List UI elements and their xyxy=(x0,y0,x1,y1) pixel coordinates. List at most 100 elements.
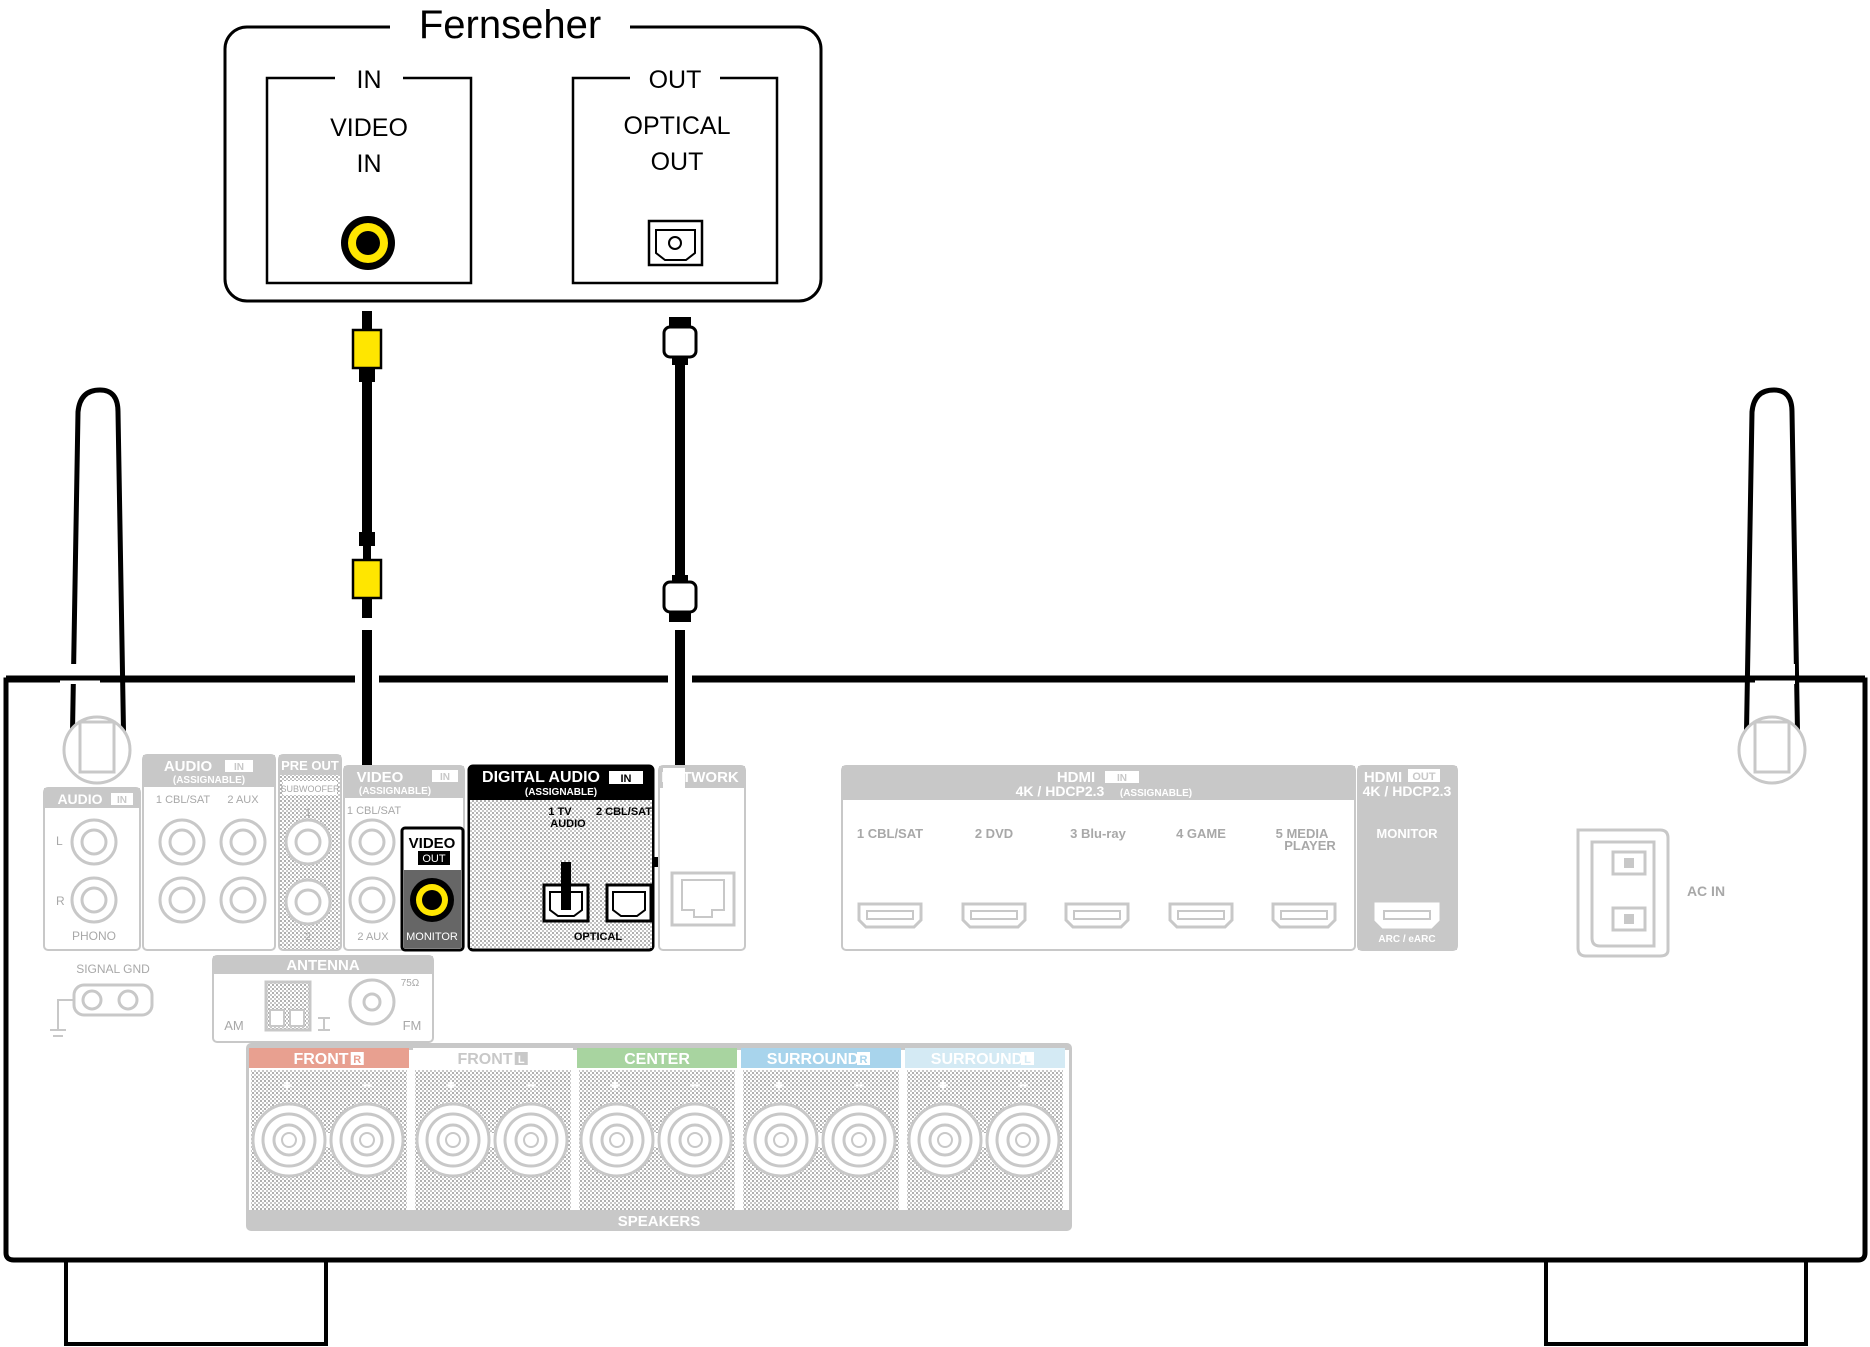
video-out-tag: OUT xyxy=(422,853,446,865)
hdmi-in-port-3-icon xyxy=(1064,902,1130,929)
antenna-header: ANTENNA xyxy=(286,957,359,974)
tv-panel: Fernseher IN VIDEO IN OUT OPTICAL OUT xyxy=(223,3,823,303)
antenna-left-icon xyxy=(62,387,132,785)
phono-header: AUDIO xyxy=(57,791,102,807)
speaker-group-tag: L xyxy=(518,1054,525,1066)
speaker-group-header xyxy=(249,1048,409,1068)
fm-label: FM xyxy=(403,1018,422,1033)
hdmi-out-port-icon xyxy=(1374,902,1440,929)
phono-label: PHONO xyxy=(72,929,116,943)
tv-video-label: VIDEO xyxy=(330,114,408,142)
speaker-group-3: CENTER+− xyxy=(577,1048,737,1210)
subwoofer-2-jack-icon xyxy=(284,878,332,926)
audio-in-cbl-sat: 1 CBL/SAT xyxy=(156,794,210,806)
optical-1b-label: AUDIO xyxy=(550,818,586,830)
hdmi-in-port-4-icon xyxy=(1168,902,1234,929)
hdmi-in-tag: IN xyxy=(1117,773,1127,784)
speaker-terminal-minus-icon xyxy=(985,1102,1061,1178)
hdmi-input-3-label: 3 Blu-ray xyxy=(1070,826,1126,841)
optical-in-2-jack-icon xyxy=(605,883,653,923)
optical-label: OPTICAL xyxy=(574,931,623,943)
digital-audio-assignable: (ASSIGNABLE) xyxy=(525,787,597,798)
signal-gnd-terminal-icon xyxy=(50,983,154,1037)
antenna-section: ANTENNA AM 75Ω FM xyxy=(212,955,434,1043)
speaker-terminal-plus-icon xyxy=(743,1102,819,1178)
audio-in-assignable: (ASSIGNABLE) xyxy=(173,775,245,786)
video-out-header: VIDEO xyxy=(409,835,456,852)
tv-optical-out-label: OUT xyxy=(651,148,704,176)
audio-in-phono-section: AUDIO IN L R PHONO SIGNAL GND xyxy=(43,787,154,1037)
speaker-group-tag-box xyxy=(1021,1052,1034,1065)
tv-in-group-label: IN xyxy=(357,66,382,94)
tv-out-group-label: OUT xyxy=(649,66,702,94)
hdmi-in-spec: 4K / HDCP2.3 xyxy=(1016,783,1105,799)
ac-in-label: AC IN xyxy=(1687,883,1725,899)
speaker-terminal-plus-icon xyxy=(907,1102,983,1178)
speaker-minus-label: − xyxy=(1017,1075,1029,1097)
hdmi-input-4-label: 4 GAME xyxy=(1176,826,1226,841)
tv-video-in-label: IN xyxy=(357,150,382,178)
speaker-group-label: CENTER xyxy=(624,1051,690,1068)
speaker-minus-label: − xyxy=(361,1075,373,1097)
sub-2-label: 2 xyxy=(305,931,311,943)
speaker-minus-label: − xyxy=(525,1075,537,1097)
network-section: NETWORK xyxy=(658,765,746,951)
speaker-group-label: FRONT xyxy=(457,1051,512,1068)
speaker-group-label: FRONT xyxy=(293,1051,348,1068)
speaker-group-header xyxy=(577,1048,737,1068)
phono-l-label: L xyxy=(56,834,63,848)
speaker-terminal-plus-icon xyxy=(579,1102,655,1178)
audio-in-aux: 2 AUX xyxy=(227,794,259,806)
video-out-section: VIDEO OUT MONITOR xyxy=(400,826,465,952)
network-header: NETWORK xyxy=(661,769,739,786)
speaker-terminal-minus-icon xyxy=(657,1102,733,1178)
speaker-terminal-plus-icon xyxy=(415,1102,491,1178)
hdmi-in-assignable: (ASSIGNABLE) xyxy=(1120,788,1192,799)
speakers-label: SPEAKERS xyxy=(618,1213,701,1230)
subwoofer-1-jack-icon xyxy=(284,818,332,866)
video-in-tag: IN xyxy=(440,772,450,783)
video-in-jack-1-icon xyxy=(348,818,396,866)
speaker-group-tag: R xyxy=(860,1054,868,1066)
audio-in-jack-1r-icon xyxy=(158,876,206,924)
signal-gnd-label: SIGNAL GND xyxy=(76,962,150,976)
hdmi-in-header: HDMI xyxy=(1057,769,1095,786)
speaker-plus-label: + xyxy=(281,1075,293,1097)
tv-optical-out-jack-icon xyxy=(647,219,704,267)
sub-1-label: 1 xyxy=(305,807,311,819)
tv-title: Fernseher xyxy=(419,3,601,47)
video-in-cbl-sat: 1 CBL/SAT xyxy=(347,805,401,817)
speaker-group-label: SURROUND xyxy=(931,1051,1023,1068)
ac-inlet-icon xyxy=(1576,828,1670,958)
am-label: AM xyxy=(224,1018,244,1033)
receiver-chassis xyxy=(3,387,1868,1346)
tv-video-in-jack-icon xyxy=(341,216,395,270)
video-in-jack-2-icon xyxy=(348,876,396,924)
audio-in-tag: IN xyxy=(234,762,244,773)
pre-out-section: PRE OUT SUBWOOFER 1 2 xyxy=(278,754,342,951)
ohm-label: 75Ω xyxy=(401,978,420,989)
speaker-terminal-minus-icon xyxy=(821,1102,897,1178)
video-out-monitor-jack-icon xyxy=(410,878,454,922)
speaker-group-tag-box xyxy=(514,1052,528,1065)
video-out-monitor-label: MONITOR xyxy=(406,931,458,943)
hdmi-input-1-label: 1 CBL/SAT xyxy=(857,826,923,841)
speaker-terminal-minus-icon xyxy=(329,1102,405,1178)
speaker-group-header xyxy=(413,1048,573,1068)
speaker-plus-label: + xyxy=(937,1075,949,1097)
hdmi-in-port-2-icon xyxy=(961,902,1027,929)
phono-in-tag: IN xyxy=(117,795,127,806)
speaker-group-tag-box xyxy=(857,1052,870,1065)
video-in-assignable: (ASSIGNABLE) xyxy=(359,786,431,797)
ac-in-section: AC IN xyxy=(1576,828,1725,958)
hdmi-out-tag: OUT xyxy=(1412,771,1436,783)
hdmi-in-port-1-icon xyxy=(857,902,923,929)
optical-2-label: 2 CBL/SAT xyxy=(596,806,652,818)
speaker-terminal-minus-icon xyxy=(493,1102,569,1178)
